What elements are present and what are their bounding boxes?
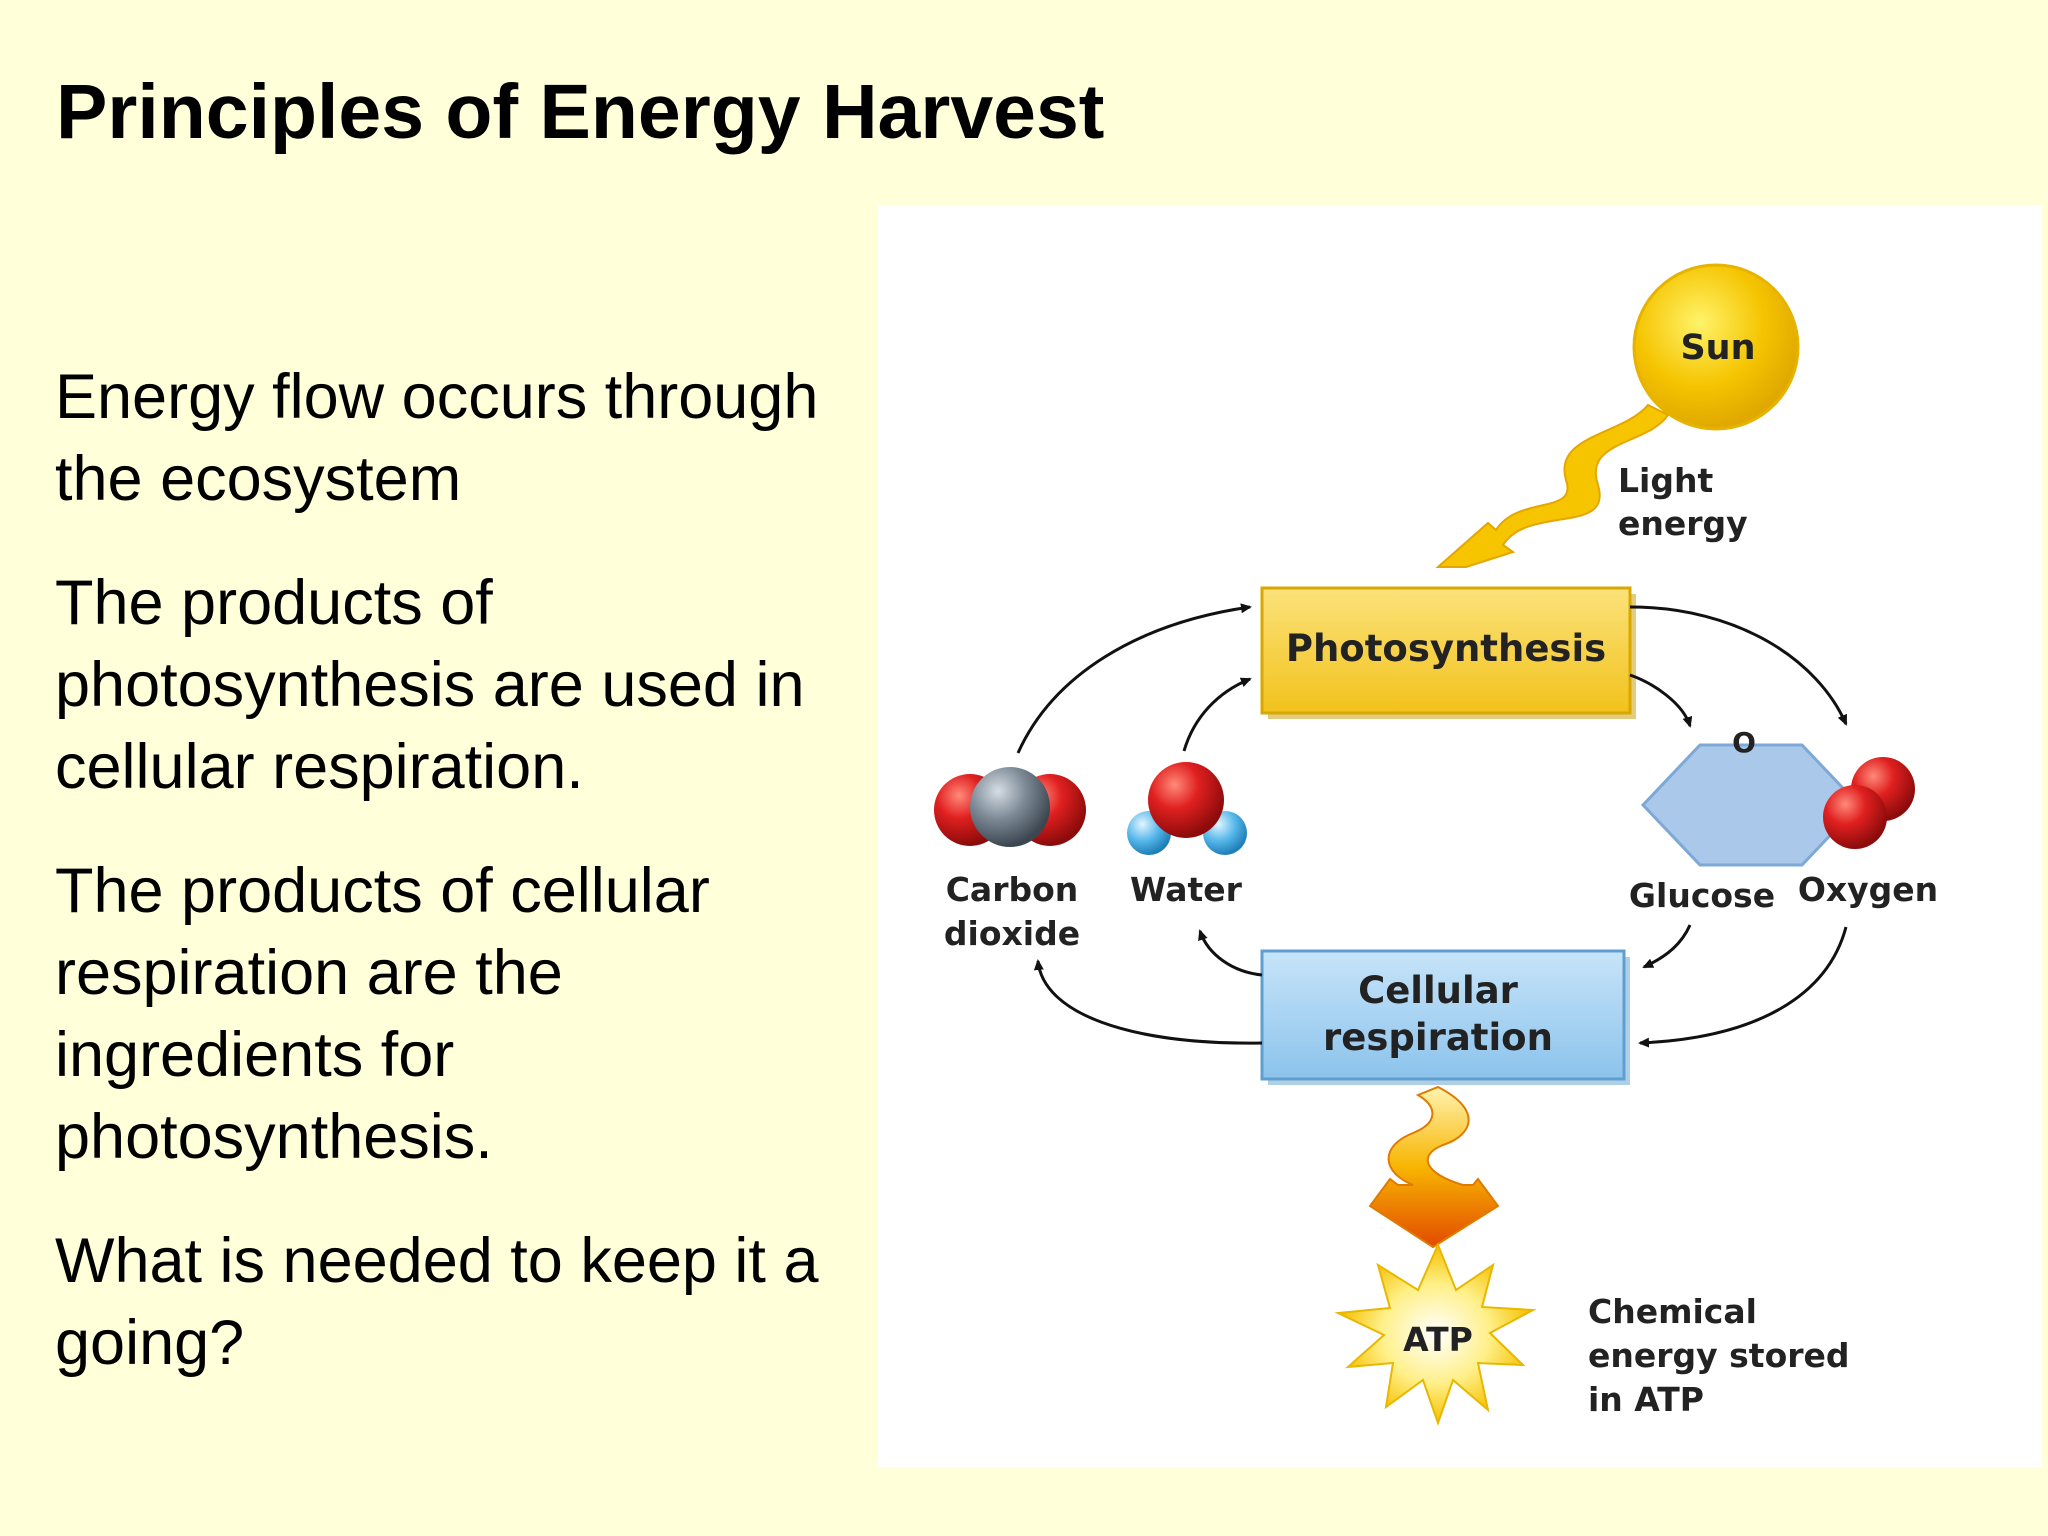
light-energy-label-line2: energy — [1618, 504, 1748, 543]
energy-cycle-figure: Sun Light energy Photosynthesis Cellular… — [878, 205, 2042, 1467]
cellular-respiration-box — [1260, 949, 1630, 1085]
arrow-oxygen-to-respiration — [1638, 926, 1848, 1048]
energy-bolt-arrow — [1368, 1085, 1500, 1249]
cellular-respiration-label-line1: Cellular — [1358, 969, 1519, 1012]
light-energy-arrow — [1435, 403, 1670, 568]
carbon-dioxide-label-line1: Carbon — [946, 870, 1079, 909]
arrow-photosynthesis-to-glucose — [1629, 673, 1693, 728]
slide-title: Principles of Energy Harvest — [56, 69, 1105, 155]
atp-label: ATP — [1403, 1320, 1473, 1359]
atp-starburst-icon — [1334, 1242, 1537, 1427]
chemical-energy-label-line3: in ATP — [1588, 1380, 1704, 1419]
carbon-dioxide-molecule-icon — [934, 767, 1086, 847]
bullet-energy-flow: Energy flow occurs through the ecosystem — [55, 362, 819, 514]
oxygen-label: Oxygen — [1798, 870, 1938, 909]
bullet-question: What is needed to keep it a going? — [55, 1226, 819, 1378]
light-energy-label-line1: Light — [1618, 461, 1713, 500]
bullet-photosynthesis-products: The products of photosynthesis are used … — [55, 568, 805, 802]
cycle-arrows — [1016, 603, 1848, 1048]
arrow-co2-to-photosynthesis — [1016, 603, 1252, 754]
sun-icon — [1632, 263, 1800, 431]
water-molecule-icon — [1127, 762, 1247, 855]
photosynthesis-box — [1260, 586, 1636, 719]
sun-label: Sun — [1680, 328, 1755, 368]
arrow-respiration-to-water — [1198, 929, 1263, 977]
oxygen-molecule-icon — [1823, 757, 1915, 849]
arrow-respiration-to-co2 — [1033, 959, 1263, 1045]
bullet-respiration-products: The products of cellular respiration are… — [55, 856, 710, 1172]
glucose-label: Glucose — [1629, 876, 1775, 915]
glucose-ring-atom-label: O — [1732, 726, 1756, 759]
arrow-glucose-to-respiration — [1642, 924, 1692, 969]
arrow-photosynthesis-to-oxygen — [1629, 605, 1848, 726]
bullet-list: Energy flow occurs through the ecosystem… — [55, 356, 895, 1426]
chemical-energy-label-line1: Chemical — [1588, 1292, 1757, 1331]
cellular-respiration-label-line2: respiration — [1323, 1016, 1553, 1059]
carbon-dioxide-label-line2: dioxide — [944, 914, 1080, 953]
chemical-energy-label-line2: energy stored — [1588, 1336, 1850, 1375]
water-label: Water — [1130, 870, 1243, 909]
photosynthesis-label: Photosynthesis — [1286, 627, 1606, 670]
arrow-water-to-photosynthesis — [1182, 677, 1252, 752]
